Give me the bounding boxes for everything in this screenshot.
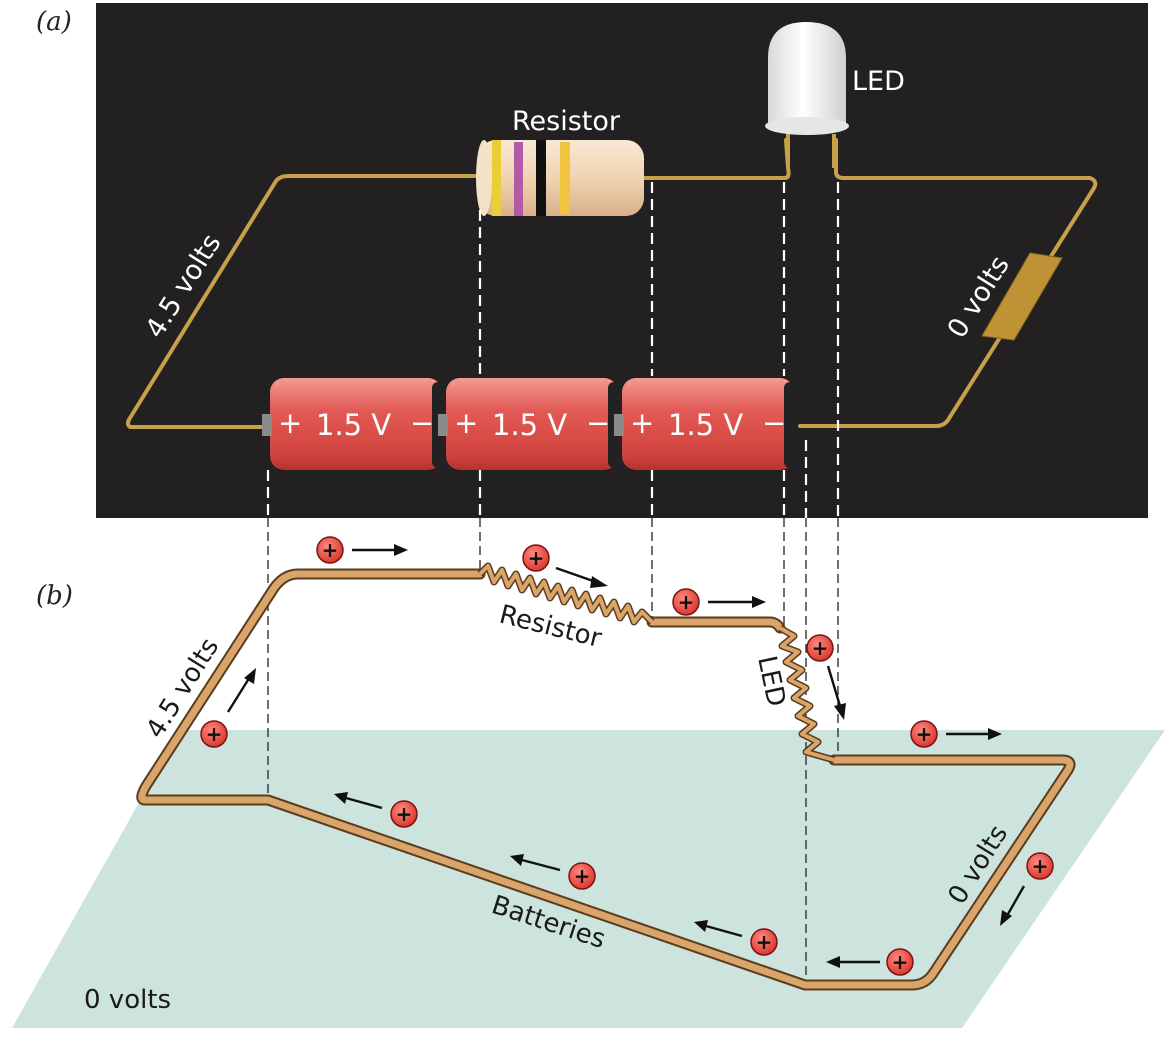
charge-symbol: + [678,590,695,614]
panel-a-wire-loop [126,138,1098,429]
charge-group-3: + [672,588,766,616]
resistor-band-gold [560,142,570,214]
projection-lines-panel-b [267,518,839,985]
battery-1-minus: − [410,406,434,440]
charge-symbol: + [206,722,223,746]
battery-3: + 1.5 V − [614,378,798,470]
panel-a-resistor-label: Resistor [512,106,621,137]
resistor-band-violet [514,142,523,216]
positive-charge-icon [200,720,228,748]
charge-symbol: + [396,802,413,826]
battery-3-plus: + [630,406,654,440]
panel-b-circuit-wire [136,562,1076,991]
charge-symbol: + [916,722,933,746]
resistor-band-yellow [492,140,501,216]
panel-a-label: (a) [36,7,72,37]
panel-a-led-label: LED [852,66,905,97]
positive-charge-icon [672,588,700,616]
positive-charge-icon [886,948,914,976]
positive-charge-icon [390,800,418,828]
led [765,22,849,168]
positive-charge-icon [1026,852,1054,880]
battery-1: + 1.5 V − [262,378,446,470]
battery-2-minus: − [586,406,610,440]
battery-2: + 1.5 V − [438,378,622,470]
positive-charge-icon [522,544,550,572]
charge-group-6: + [1000,852,1054,926]
positive-charge-icon [806,634,834,662]
charge-group-4: + [806,634,846,720]
positive-charge-icon [910,720,938,748]
charge-group-11: + [200,668,256,748]
projection-lines-panel-a [266,182,840,518]
battery-1-plus: + [278,406,302,440]
charge-group-7: + [826,948,914,976]
panel-b-label: (b) [36,581,73,611]
charge-group-9: + [510,854,596,890]
charge-symbol: + [812,636,829,660]
charge-group-8: + [694,920,778,956]
battery-3-voltage: 1.5 V [668,408,743,442]
ground-plane-label: 0 volts [84,985,171,1015]
charge-group-10: + [334,792,418,828]
charge-symbol: + [322,538,339,562]
charge-symbol: + [1032,854,1049,878]
resistor [476,140,644,216]
charge-symbol: + [574,864,591,888]
charge-group-1: + [316,536,408,564]
positive-charge-icon [750,928,778,956]
wire-segment-component [981,252,1063,341]
charge-symbol: + [756,930,773,954]
charge-symbol: + [892,950,909,974]
positive-charge-icon [316,536,344,564]
battery-3-minus: − [762,406,786,440]
battery-2-voltage: 1.5 V [492,408,567,442]
charge-group-5: + [910,720,1002,748]
positive-charge-icon [568,862,596,890]
charge-symbol: + [528,546,545,570]
resistor-band-black [536,140,546,216]
battery-1-voltage: 1.5 V [316,408,391,442]
battery-2-plus: + [454,406,478,440]
charge-group-2: + [522,544,608,588]
